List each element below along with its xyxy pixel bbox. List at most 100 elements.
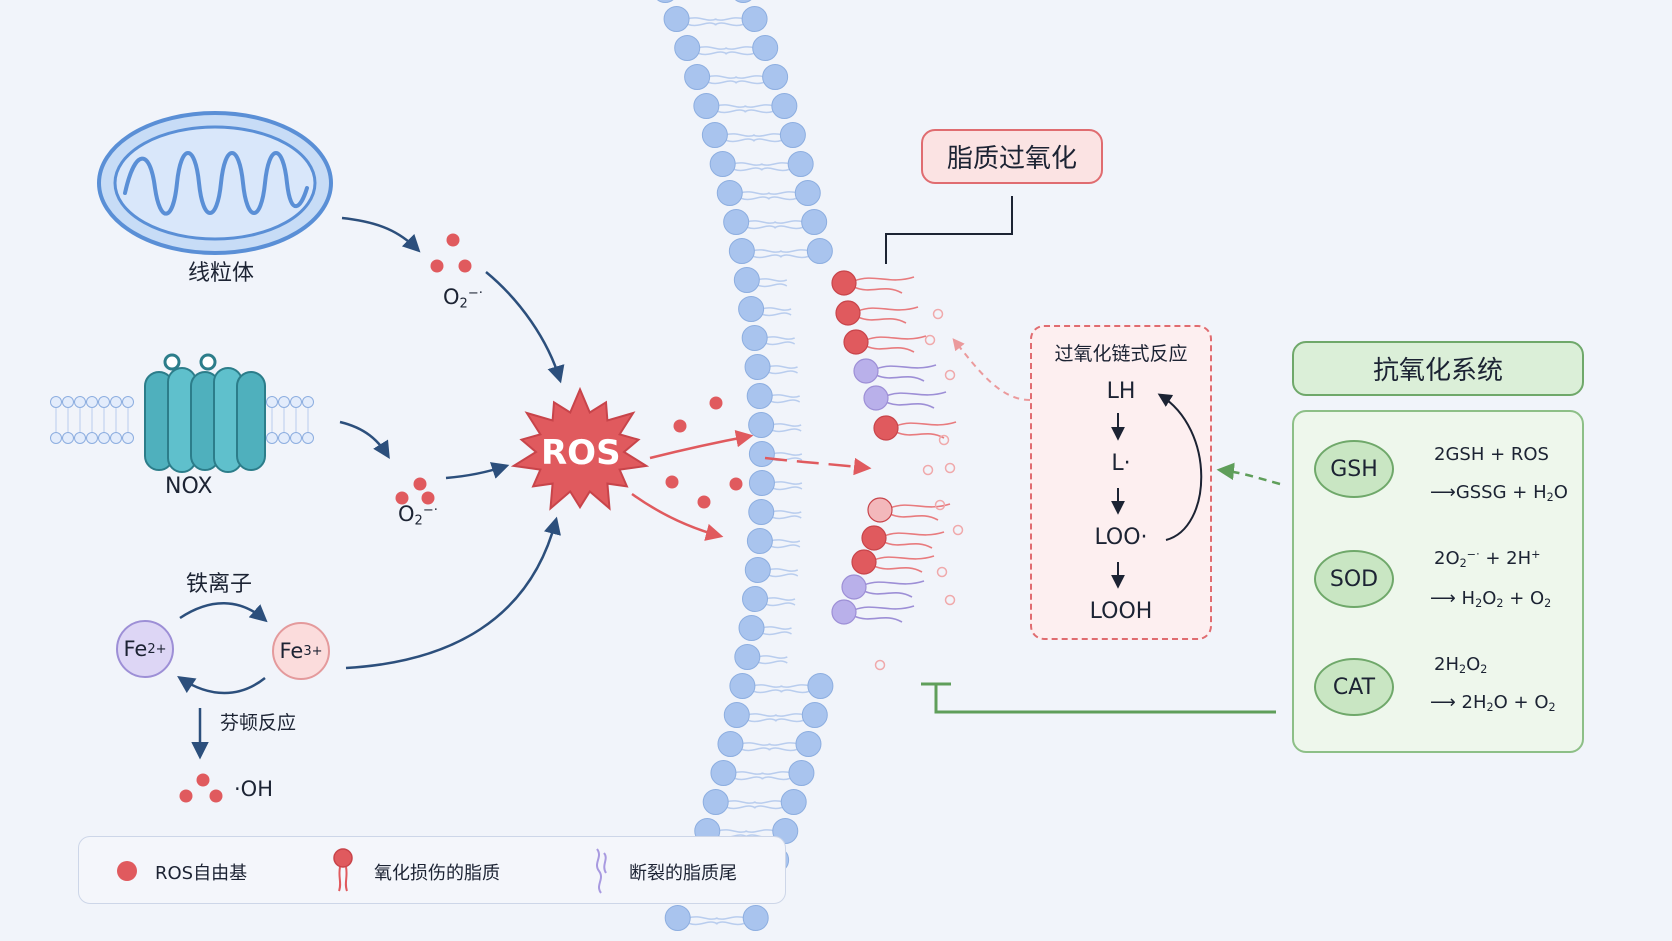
ros-radical-dot [709,396,723,410]
oxidized-lipid-tail [895,421,957,427]
lipid-tail [770,423,802,427]
mitochondria-icon [97,111,333,255]
lipid-head-outer [744,354,771,380]
nox-lipid-head [278,396,290,408]
enzyme-sod: SOD [1314,550,1394,608]
broken-lipid-tail [863,580,925,586]
legend-oxidized-lipid: 氧化损伤的脂质 [374,863,500,884]
lipid-head-inner [801,702,828,728]
nox-label: NOX [165,474,213,499]
lipid-tail [732,162,763,166]
lipid-tail [696,46,728,50]
nox-lipid-head [290,396,302,408]
lipid-tail [767,191,798,195]
lipid-fragment [924,334,936,346]
lipid-head-outer [728,238,755,264]
lipid-fragment [938,434,950,446]
lipid-head-inner [807,673,834,699]
lipid-tail [768,747,799,752]
oxidized-lipid-head [851,549,877,575]
nox-lipid-head [110,396,122,408]
lipid-tail [715,921,746,926]
antioxidant-panel: GSH 2GSH + ROS ⟶GSSG + H2O SOD 2O2−· + 2… [1292,410,1584,753]
lipid-fragment [932,308,944,320]
lipid-head-inner [762,64,789,90]
legend: ROS自由基 氧化损伤的脂质 断裂的脂质尾 [78,836,786,904]
lipid-head-outer [741,325,768,351]
oxidized-lipid-tail [889,503,951,509]
nox-lipid-head [266,396,278,408]
ros-radical-dot [413,477,427,491]
lipid-tail [769,539,801,543]
lipid-tail [686,22,717,27]
lipid-head-inner [734,0,752,3]
ros-radical-dot [665,475,679,489]
gsh-reaction-line2: ⟶GSSG + H2O [1430,482,1568,505]
oxidized-lipid-tail [883,531,945,537]
lipid-tail [771,452,803,456]
broken-lipid-tail-legend-icon [596,848,607,894]
lipid-tail [761,626,792,630]
lipid-head-outer [684,64,711,90]
nox-membrane-protein-icon [50,353,314,473]
lipid-tail [769,544,801,549]
lipid-tail [733,776,764,781]
oxidized-lipid-tail [889,513,939,521]
lipid-fragment [934,499,946,511]
lipid-tail [752,133,784,137]
lipid-tail [771,515,802,520]
oxidized-lipid-head [843,329,869,355]
lipid-tail [724,138,756,143]
lipid-tail [744,829,776,833]
nox-lipid-head [50,432,62,444]
lipid-tail [740,747,771,752]
lipid-tail [769,399,801,404]
oxidized-lipid-head [831,270,857,296]
nox-lipid-head [74,396,86,408]
hydroxyl-radical-label: ·OH [234,777,273,801]
lipid-head-outer [738,296,765,322]
lipid-head-outer [748,499,775,525]
peroxidation-chain-box: 过氧化链式反应 LH L· LOO· LOOH [1030,325,1212,640]
superoxide-label-top: O2−· [443,285,483,312]
lipid-tail [752,684,783,688]
lipid-head-outer [729,673,756,699]
lipid-tail [743,109,775,114]
damaged-lipid-head [863,385,889,411]
lipid-tail [760,307,792,311]
lipid-head-outer [674,35,701,61]
nox-lipid-head [86,396,98,408]
lipid-head-inner [806,238,833,264]
nox-lipid-head [50,396,62,408]
enzyme-cat: CAT [1314,658,1394,716]
lipid-fragment [922,464,934,476]
lipid-tail [706,75,738,79]
lipid-head-inner [742,905,769,931]
lipid-tail [746,713,778,717]
lipid-head-inner [801,209,828,235]
lipid-tail [751,254,783,259]
lipid-tail [739,196,771,201]
damaged-lipid-head [853,358,879,384]
lipid-tail [687,916,718,920]
damaged-lipid-head [841,574,867,600]
lipid-tail [769,394,800,398]
lipid-fragment [874,659,886,671]
lipid-tail [725,800,756,804]
lipid-head-outer [748,412,775,438]
lipid-head-outer [656,0,674,3]
mitochondria-label: 线粒体 [188,261,255,286]
lipid-head-outer [746,528,773,554]
broken-lipid-tail [853,605,915,611]
lipid-tail [753,800,784,804]
lipid-tail [764,597,796,601]
lipid-tail [767,573,799,578]
lipid-tail [687,921,719,926]
lipid-head-outer [748,470,775,496]
lipid-tail [717,829,748,833]
ros-radical-dot [395,491,409,505]
lipid-tail [780,684,811,688]
lipid-tail [706,80,738,85]
legend-ros-radical: ROS自由基 [155,863,248,884]
